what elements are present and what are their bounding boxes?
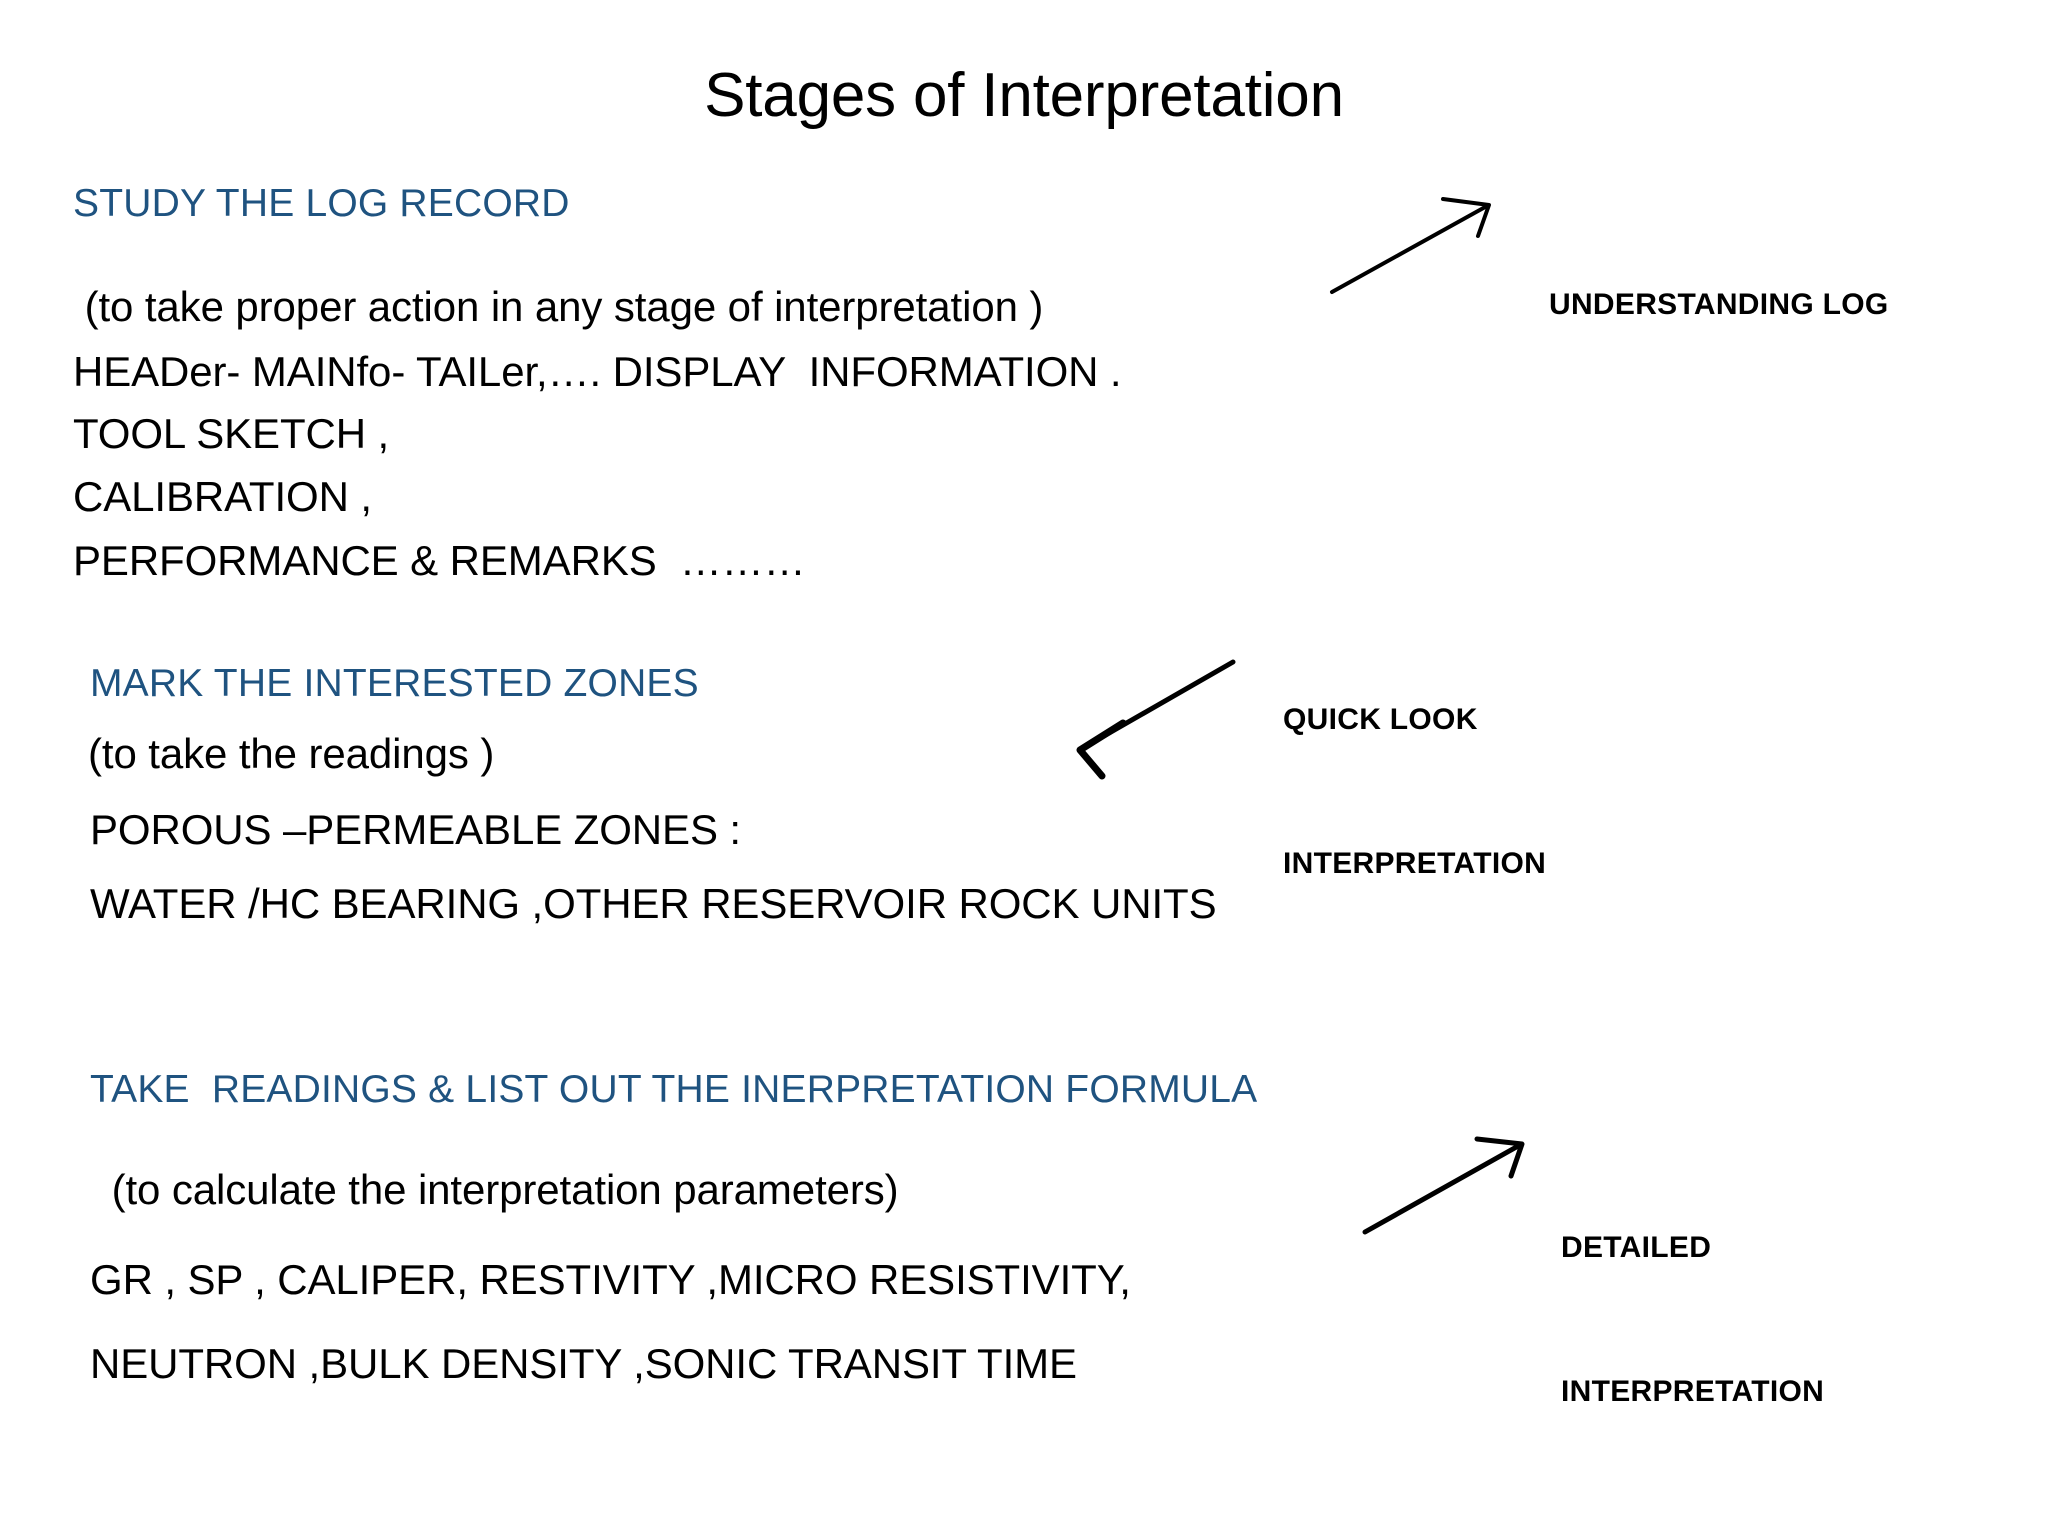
- section-3-line-3: NEUTRON ,BULK DENSITY ,SONIC TRANSIT TIM…: [90, 1340, 1077, 1387]
- section-1-line-5: PERFORMANCE & REMARKS ………: [73, 537, 806, 584]
- section-3-line-2: GR , SP , CALIPER, RESTIVITY ,MICRO RESI…: [90, 1256, 1131, 1303]
- arrow-down-left-icon: [1076, 659, 1236, 780]
- section-heading-take-readings-and-list-out-the-formula: TAKE READINGS & LIST OUT THE INERPRETATI…: [90, 1068, 1258, 1111]
- section-2-line-2: POROUS –PERMEABLE ZONES :: [90, 806, 742, 853]
- annotation-3-line-1: DETAILED: [1561, 1231, 1712, 1264]
- annotation-quick-look-interpretation: QUICK LOOK INTERPRETATION: [1283, 600, 1546, 984]
- arrow-up-right-icon: [1362, 1136, 1525, 1235]
- annotation-detailed-interpretation: DETAILED INTERPRETATION: [1561, 1128, 1824, 1512]
- section-2-line-1: (to take the readings ): [88, 730, 495, 777]
- annotation-2-line-1: QUICK LOOK: [1283, 703, 1478, 736]
- section-1-line-4: CALIBRATION ,: [73, 473, 372, 520]
- section-2-line-3: WATER /HC BEARING ,OTHER RESERVOIR ROCK …: [90, 880, 1217, 927]
- annotation-understanding-log: UNDERSTANDING LOG: [1549, 185, 1889, 425]
- section-heading-mark-the-interested-zones: MARK THE INTERESTED ZONES: [90, 662, 699, 705]
- annotation-3-line-2: INTERPRETATION: [1561, 1375, 1825, 1408]
- annotation-2-line-2: INTERPRETATION: [1283, 847, 1547, 880]
- section-heading-study-the-log-record: STUDY THE LOG RECORD: [73, 182, 570, 225]
- section-1-line-2: HEADer- MAINfo- TAILer,…. DISPLAY INFORM…: [73, 348, 1122, 395]
- section-1-line-1: (to take proper action in any stage of i…: [73, 283, 1044, 330]
- section-1-line-3: TOOL SKETCH ,: [73, 410, 390, 457]
- arrow-up-right-icon: [1330, 197, 1491, 294]
- page-title: Stages of Interpretation: [704, 61, 1344, 130]
- annotation-1-line-1: UNDERSTANDING LOG: [1549, 288, 1889, 321]
- section-3-line-1: (to calculate the interpretation paramet…: [100, 1166, 899, 1213]
